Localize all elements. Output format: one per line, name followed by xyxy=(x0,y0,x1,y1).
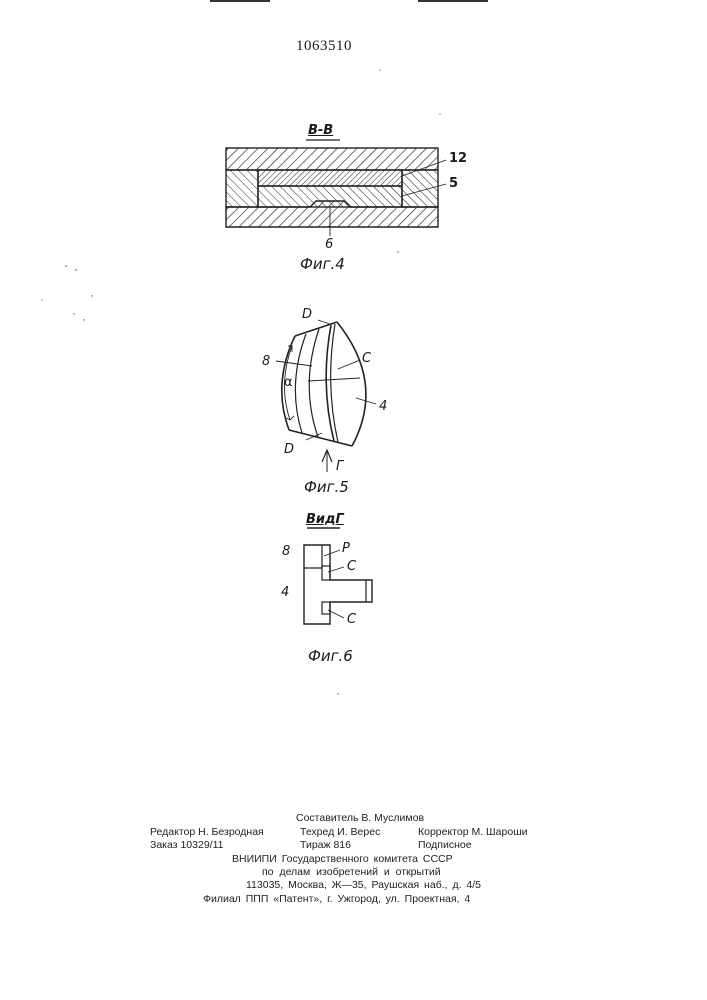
circulation-line: Тираж 816 xyxy=(300,839,351,851)
ref-6-label: 6 xyxy=(325,238,333,251)
org-line-1: ВНИИПИ Государственного комитета СССР xyxy=(232,853,453,865)
fig6-ref-4-label: 4 xyxy=(281,586,289,599)
leader-P xyxy=(324,550,340,556)
ref-C-top-label: С xyxy=(347,560,356,573)
ref-12-label: 12 xyxy=(449,152,467,165)
ref-4-label: 4 xyxy=(379,400,387,413)
alpha-arrow-bottom xyxy=(286,416,294,420)
branch-line: Филиал ППП «Патент», г. Ужгород, ул. Про… xyxy=(203,893,470,905)
insert-12 xyxy=(258,170,402,186)
corrector-line: Корректор М. Шароши xyxy=(418,826,528,838)
figure4-caption: Фиг.4 xyxy=(300,257,345,272)
ref-P-label: Р xyxy=(342,542,350,555)
center-line xyxy=(308,378,360,381)
alpha-label: α xyxy=(284,376,293,389)
view-label: ВидГ xyxy=(306,513,344,526)
leader-D-top xyxy=(318,320,330,324)
left-spacer xyxy=(226,170,258,207)
figure6-caption: Фиг.6 xyxy=(308,649,353,664)
editor-line: Редактор Н. Безродная xyxy=(150,826,264,838)
address-line: 113035, Москва, Ж—35, Раушская наб., д. … xyxy=(246,879,481,891)
figure4-section xyxy=(226,140,446,236)
techred-line: Техред И. Верес xyxy=(300,826,380,838)
ref-G-label: Г xyxy=(336,460,343,473)
ref-5-label: 5 xyxy=(449,177,458,190)
figure5-caption: Фиг.5 xyxy=(304,480,349,495)
figure6-view-g xyxy=(304,528,372,624)
groove-top-c xyxy=(322,566,330,580)
segment-bottom-edge xyxy=(289,430,352,446)
ring-arc-2 xyxy=(309,329,319,437)
leader-C xyxy=(338,360,360,369)
ref-C-label: C xyxy=(362,352,371,365)
ref-C-bottom-label: С xyxy=(347,613,356,626)
profile-outline xyxy=(304,545,372,624)
fig6-ref-8-label: 8 xyxy=(282,545,290,558)
leader-D-bottom xyxy=(306,433,322,440)
ref-D-bottom-label: D xyxy=(284,443,294,456)
leader-8 xyxy=(276,361,312,366)
ring-arc-1 xyxy=(295,334,306,433)
ref-8-label: 8 xyxy=(262,355,270,368)
composer-line: Составитель В. Муслимов xyxy=(296,812,424,824)
groove-bottom-c xyxy=(322,602,330,614)
ref-D-top-label: D xyxy=(302,308,312,321)
right-spacer xyxy=(402,170,438,207)
ring-arc-4 xyxy=(331,324,338,442)
segment-outer-arc xyxy=(337,322,366,446)
order-line: Заказ 10329/11 xyxy=(150,839,223,851)
subscription-line: Подписное xyxy=(418,839,472,851)
org-line-2: по делам изобретений и открытий xyxy=(262,866,441,878)
top-plate xyxy=(226,148,438,170)
section-label: В-В xyxy=(308,124,333,137)
